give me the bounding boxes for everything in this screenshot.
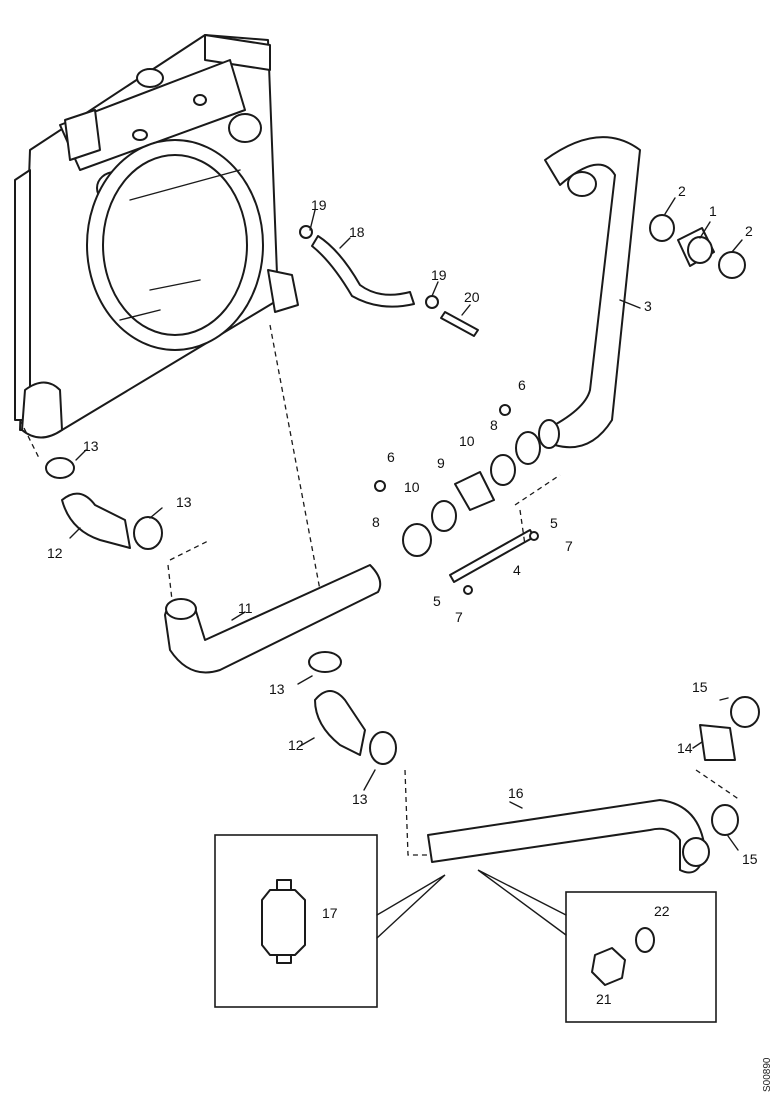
callout-13b: 13 [176,494,192,510]
callout-1: 1 [709,203,717,219]
small-hose-18 [299,225,479,337]
radiator-assembly [14,34,299,439]
callout-17: 17 [322,905,338,921]
callout-19a: 19 [311,197,327,213]
lower-hose-16 [427,799,710,874]
callout-8b: 8 [372,514,380,530]
callout-14: 14 [677,740,693,756]
callout-15b: 15 [742,851,758,867]
callout-13a: 13 [83,438,99,454]
callout-6a: 6 [518,377,526,393]
callout-21: 21 [596,991,612,1007]
fitting-14-and-clamps-15 [699,696,760,836]
callout-20: 20 [464,289,480,305]
callout-5a: 5 [550,515,558,531]
callout-11: 11 [238,600,253,616]
callout-13d: 13 [352,791,368,807]
callout-10b: 10 [404,479,420,495]
callout-22: 22 [654,903,670,919]
callout-3: 3 [644,298,652,314]
callout-4: 4 [513,562,521,578]
callout-6b: 6 [387,449,395,465]
detail-callout-arrows [376,869,567,939]
elbow-hose-12-lower [308,651,397,765]
figure-code: S00890 [762,1057,773,1092]
main-hose-11 [164,564,382,674]
callout-7b: 7 [455,609,463,625]
callout-2b: 2 [745,223,753,239]
callout-9: 9 [437,455,445,471]
callout-18: 18 [349,224,365,240]
alignment-lines [19,324,741,856]
callout-5b: 5 [433,593,441,609]
callout-12b: 12 [288,737,304,753]
detail-box-21-22 [565,891,717,1023]
callout-16: 16 [508,785,524,801]
callout-8a: 8 [490,417,498,433]
callout-labels: 1 2 2 3 4 5 5 6 6 7 7 8 8 9 10 10 11 12 … [47,183,773,1092]
callout-13c: 13 [269,681,285,697]
detail-box-17 [214,834,378,1008]
callout-19b: 19 [431,267,447,283]
callout-15a: 15 [692,679,708,695]
callout-7a: 7 [565,538,573,554]
callout-10a: 10 [459,433,475,449]
elbow-hose-12-upper [45,457,163,550]
coupling-assembly [374,404,541,595]
upper-hose-3 [538,136,641,449]
callout-12a: 12 [47,545,63,561]
hose-connector-1-and-clamps-2 [649,214,746,279]
callout-2a: 2 [678,183,686,199]
